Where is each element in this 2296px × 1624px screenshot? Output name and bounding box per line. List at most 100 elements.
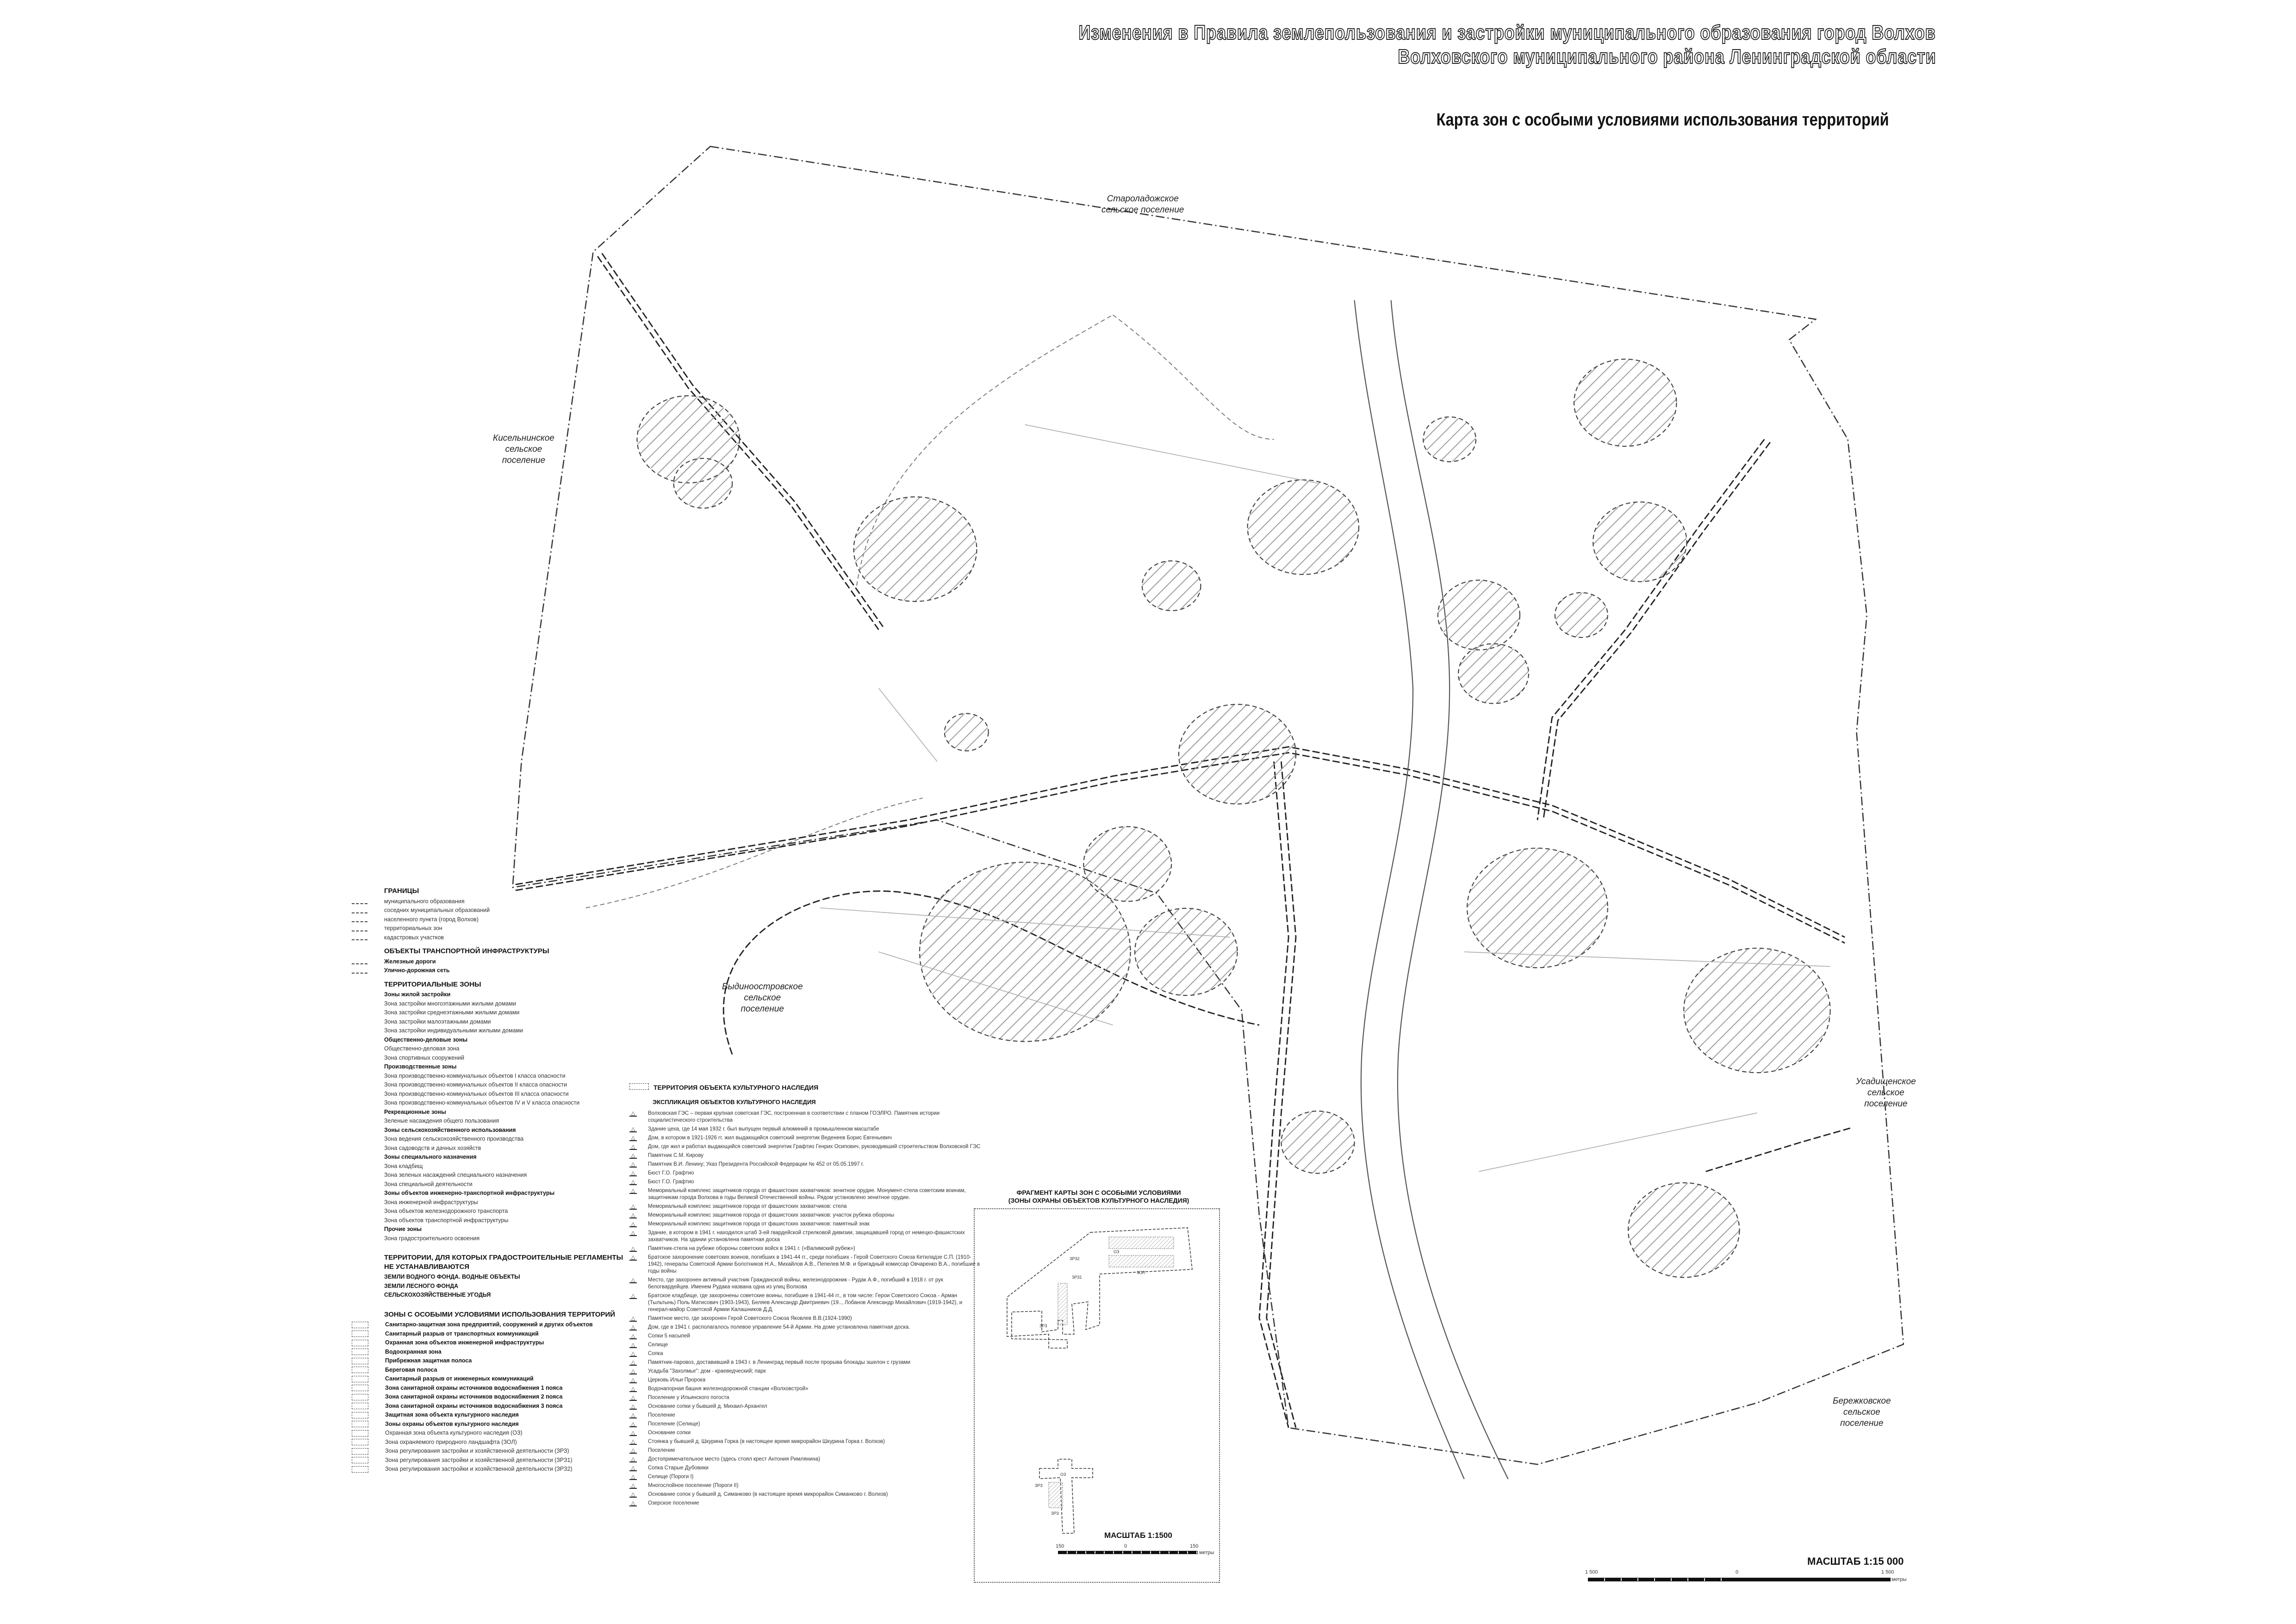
protection-zone-area bbox=[1437, 580, 1521, 650]
place-type: поселение bbox=[740, 1004, 784, 1014]
place-kiselninskoe: Кисельнинское сельское поселение bbox=[493, 433, 554, 466]
legend-item: Общественно-деловая зона bbox=[384, 1044, 625, 1054]
legend-item-label: Зона садоводств и дачных хозяйств bbox=[384, 1144, 481, 1151]
legend-item-label: Зеленые насаждения общего пользования bbox=[384, 1118, 499, 1124]
explication-text: Дом, где жил и работал выдающийся советс… bbox=[648, 1144, 981, 1149]
explication-item: △Поселение (Селище) bbox=[629, 1421, 981, 1428]
explication-text: Мемориальный комплекс защитников города … bbox=[648, 1221, 870, 1227]
map-title: Карта зон с особыми условиями использова… bbox=[1436, 110, 1889, 130]
explication-text: Стоянка у бывшей д. Шкурина Горка (в нас… bbox=[648, 1439, 885, 1444]
legend-item-label: Зона ведения сельскохозяйственного произ… bbox=[384, 1136, 524, 1142]
place-type: сельское bbox=[744, 993, 781, 1003]
legend-item: Зона санитарной охраны источников водосн… bbox=[352, 1384, 625, 1393]
heritage-object-marker-icon: △ bbox=[629, 1342, 648, 1349]
legend-symbol-icon bbox=[352, 959, 367, 965]
legend-symbol-icon bbox=[352, 1037, 367, 1042]
legend-symbol-icon bbox=[352, 1137, 367, 1142]
legend-item-label: Зона санитарной охраны источников водосн… bbox=[385, 1393, 563, 1400]
place-type: сельское bbox=[1867, 1088, 1904, 1098]
legend-item-label: Зоны жилой застройки bbox=[384, 991, 451, 998]
protection-zone-area bbox=[1423, 416, 1477, 462]
explication-text: Поселение bbox=[648, 1412, 675, 1418]
legend-item: Рекреационные зоны bbox=[384, 1108, 625, 1117]
protection-zone-area bbox=[1627, 1182, 1740, 1278]
legend-item: ЗЕМЛИ ВОДНОГО ФОНДА. ВОДНЫЕ ОБЪЕКТЫ bbox=[384, 1273, 625, 1282]
legend-item-label: Зона застройки индивидуальными жилыми до… bbox=[384, 1027, 523, 1034]
legend-symbol-icon bbox=[352, 1001, 367, 1006]
legend-symbol-icon bbox=[352, 1083, 367, 1087]
legend-item-label: Зона застройки среднеэтажными жилыми дом… bbox=[384, 1009, 520, 1016]
legend-symbol-icon bbox=[352, 1218, 367, 1223]
explication-text: Селище bbox=[648, 1342, 668, 1348]
heritage-object-marker-icon: △ bbox=[629, 1333, 648, 1340]
legend-item: населенного пункта (город Волхов) bbox=[352, 915, 625, 924]
heritage-object-marker-icon: △ bbox=[629, 1110, 648, 1124]
legend-item-label: Рекреационные зоны bbox=[384, 1108, 446, 1115]
explication-item: △Поселение у Ильинского погоста bbox=[629, 1394, 981, 1401]
legend-item-label: Охранная зона объекта культурного наслед… bbox=[385, 1430, 523, 1436]
heritage-object-marker-icon: △ bbox=[629, 1245, 648, 1252]
legend-symbol-icon bbox=[352, 1275, 367, 1280]
explication-heading: ЭКСПЛИКАЦИЯ ОБЪЕКТОВ КУЛЬТУРНОГО НАСЛЕДИ… bbox=[653, 1099, 816, 1106]
explication-text: Мемориальный комплекс защитников города … bbox=[648, 1188, 966, 1200]
legend-item-label: Зоны объектов инженерно-транспортной инф… bbox=[384, 1190, 555, 1196]
legend-item: муниципального образования bbox=[352, 897, 625, 906]
legend-item: Зона ведения сельскохозяйственного произ… bbox=[384, 1135, 625, 1144]
explication-item: △Здание, в котором в 1941 г. находился ш… bbox=[629, 1230, 981, 1243]
legend-item-label: Зона кладбищ bbox=[384, 1162, 423, 1169]
explication-item: △Дом, где в 1941 г. располагалось полево… bbox=[629, 1324, 981, 1331]
heritage-object-marker-icon: △ bbox=[629, 1359, 648, 1366]
legend-symbol-icon bbox=[352, 917, 367, 923]
scale-tick: 150 bbox=[1056, 1543, 1064, 1549]
explication-text: Дом, где в 1941 г. располагалось полевое… bbox=[648, 1324, 910, 1330]
legend-item: Санитарный разрыв от инженерных коммуник… bbox=[352, 1374, 625, 1384]
place-vydinoostrovskoe: Выдиноостровское сельское поселение bbox=[722, 981, 803, 1015]
explication-item: △Мемориальный комплекс защитников города… bbox=[629, 1221, 981, 1228]
legend-item: Зона производственно-коммунальных объект… bbox=[384, 1081, 625, 1090]
explication-text: Волховская ГЭС – первая крупная советска… bbox=[648, 1111, 940, 1123]
explication-item: △Основание сопки bbox=[629, 1430, 981, 1437]
legend-item-label: Общественно-деловая зона bbox=[384, 1045, 460, 1052]
explication-item: △Церковь Ильи Пророка bbox=[629, 1377, 981, 1384]
legend-item: территориальных зон bbox=[352, 924, 625, 933]
explication-text: Памятник В.И. Ленину; Указ Президента Ро… bbox=[648, 1162, 864, 1167]
legend-symbol-icon bbox=[352, 1182, 367, 1187]
legend-item: Улично-дорожная сеть bbox=[352, 966, 625, 975]
legend-symbol-icon bbox=[352, 935, 367, 941]
legend-symbol-icon bbox=[352, 1439, 368, 1446]
railways bbox=[515, 253, 1853, 1428]
explication-text: Поселение (Селище) bbox=[648, 1421, 700, 1427]
explication-item: △Бюст Г.О. Графтио bbox=[629, 1170, 981, 1177]
legend-item: Зона застройки многоэтажными жилыми дома… bbox=[384, 999, 625, 1009]
legend-item: Зона регулирования застройки и хозяйстве… bbox=[352, 1465, 625, 1474]
place-type: сельское bbox=[505, 444, 542, 454]
legend-item: кадастровых участков bbox=[352, 933, 625, 943]
legend-item-label: территориальных зон bbox=[384, 925, 442, 931]
legend-symbol-icon bbox=[352, 993, 367, 997]
legend-symbol-icon bbox=[352, 1200, 367, 1205]
legend-item: Водоохранная зона bbox=[352, 1348, 625, 1357]
heritage-object-marker-icon: △ bbox=[629, 1394, 648, 1401]
explication-text: Памятное место, где захоронен Герой Сове… bbox=[648, 1316, 852, 1321]
legend-item: Зона производственно-коммунальных объект… bbox=[384, 1099, 625, 1108]
legend-item: Зеленые насаждения общего пользования bbox=[384, 1117, 625, 1126]
explication-item: △Селище (Пороги I) bbox=[629, 1474, 981, 1480]
explication-item: △Бюст Г.О. Графтио bbox=[629, 1179, 981, 1186]
legend-item: Зона застройки индивидуальными жилыми до… bbox=[384, 1026, 625, 1036]
legend-item-label: Прибрежная защитная полоса bbox=[385, 1357, 472, 1364]
heritage-object-marker-icon: △ bbox=[629, 1491, 648, 1498]
protection-zone-area bbox=[1554, 592, 1608, 638]
scale-bar-solid bbox=[1737, 1578, 1891, 1581]
legend-item-label: Зона градостроительного освоения bbox=[384, 1235, 480, 1242]
explication-item: △Памятник С.М. Кирову bbox=[629, 1152, 981, 1159]
legend-item-label: Зона регулирования застройки и хозяйстве… bbox=[385, 1466, 572, 1472]
explication-item: △Место, где захоронен активный участник … bbox=[629, 1277, 981, 1291]
legend-item: Прочие зоны bbox=[384, 1225, 625, 1234]
legend-heading-no-regs: ТЕРРИТОРИИ, ДЛЯ КОТОРЫХ ГРАДОСТРОИТЕЛЬНЫ… bbox=[384, 1254, 623, 1271]
heritage-object-marker-icon: △ bbox=[629, 1447, 648, 1454]
protection-zone-area bbox=[1134, 907, 1238, 996]
explication-item: △Волховская ГЭС – первая крупная советск… bbox=[629, 1110, 981, 1124]
place-type: поселение bbox=[502, 456, 546, 465]
protection-zone-area bbox=[673, 457, 733, 509]
